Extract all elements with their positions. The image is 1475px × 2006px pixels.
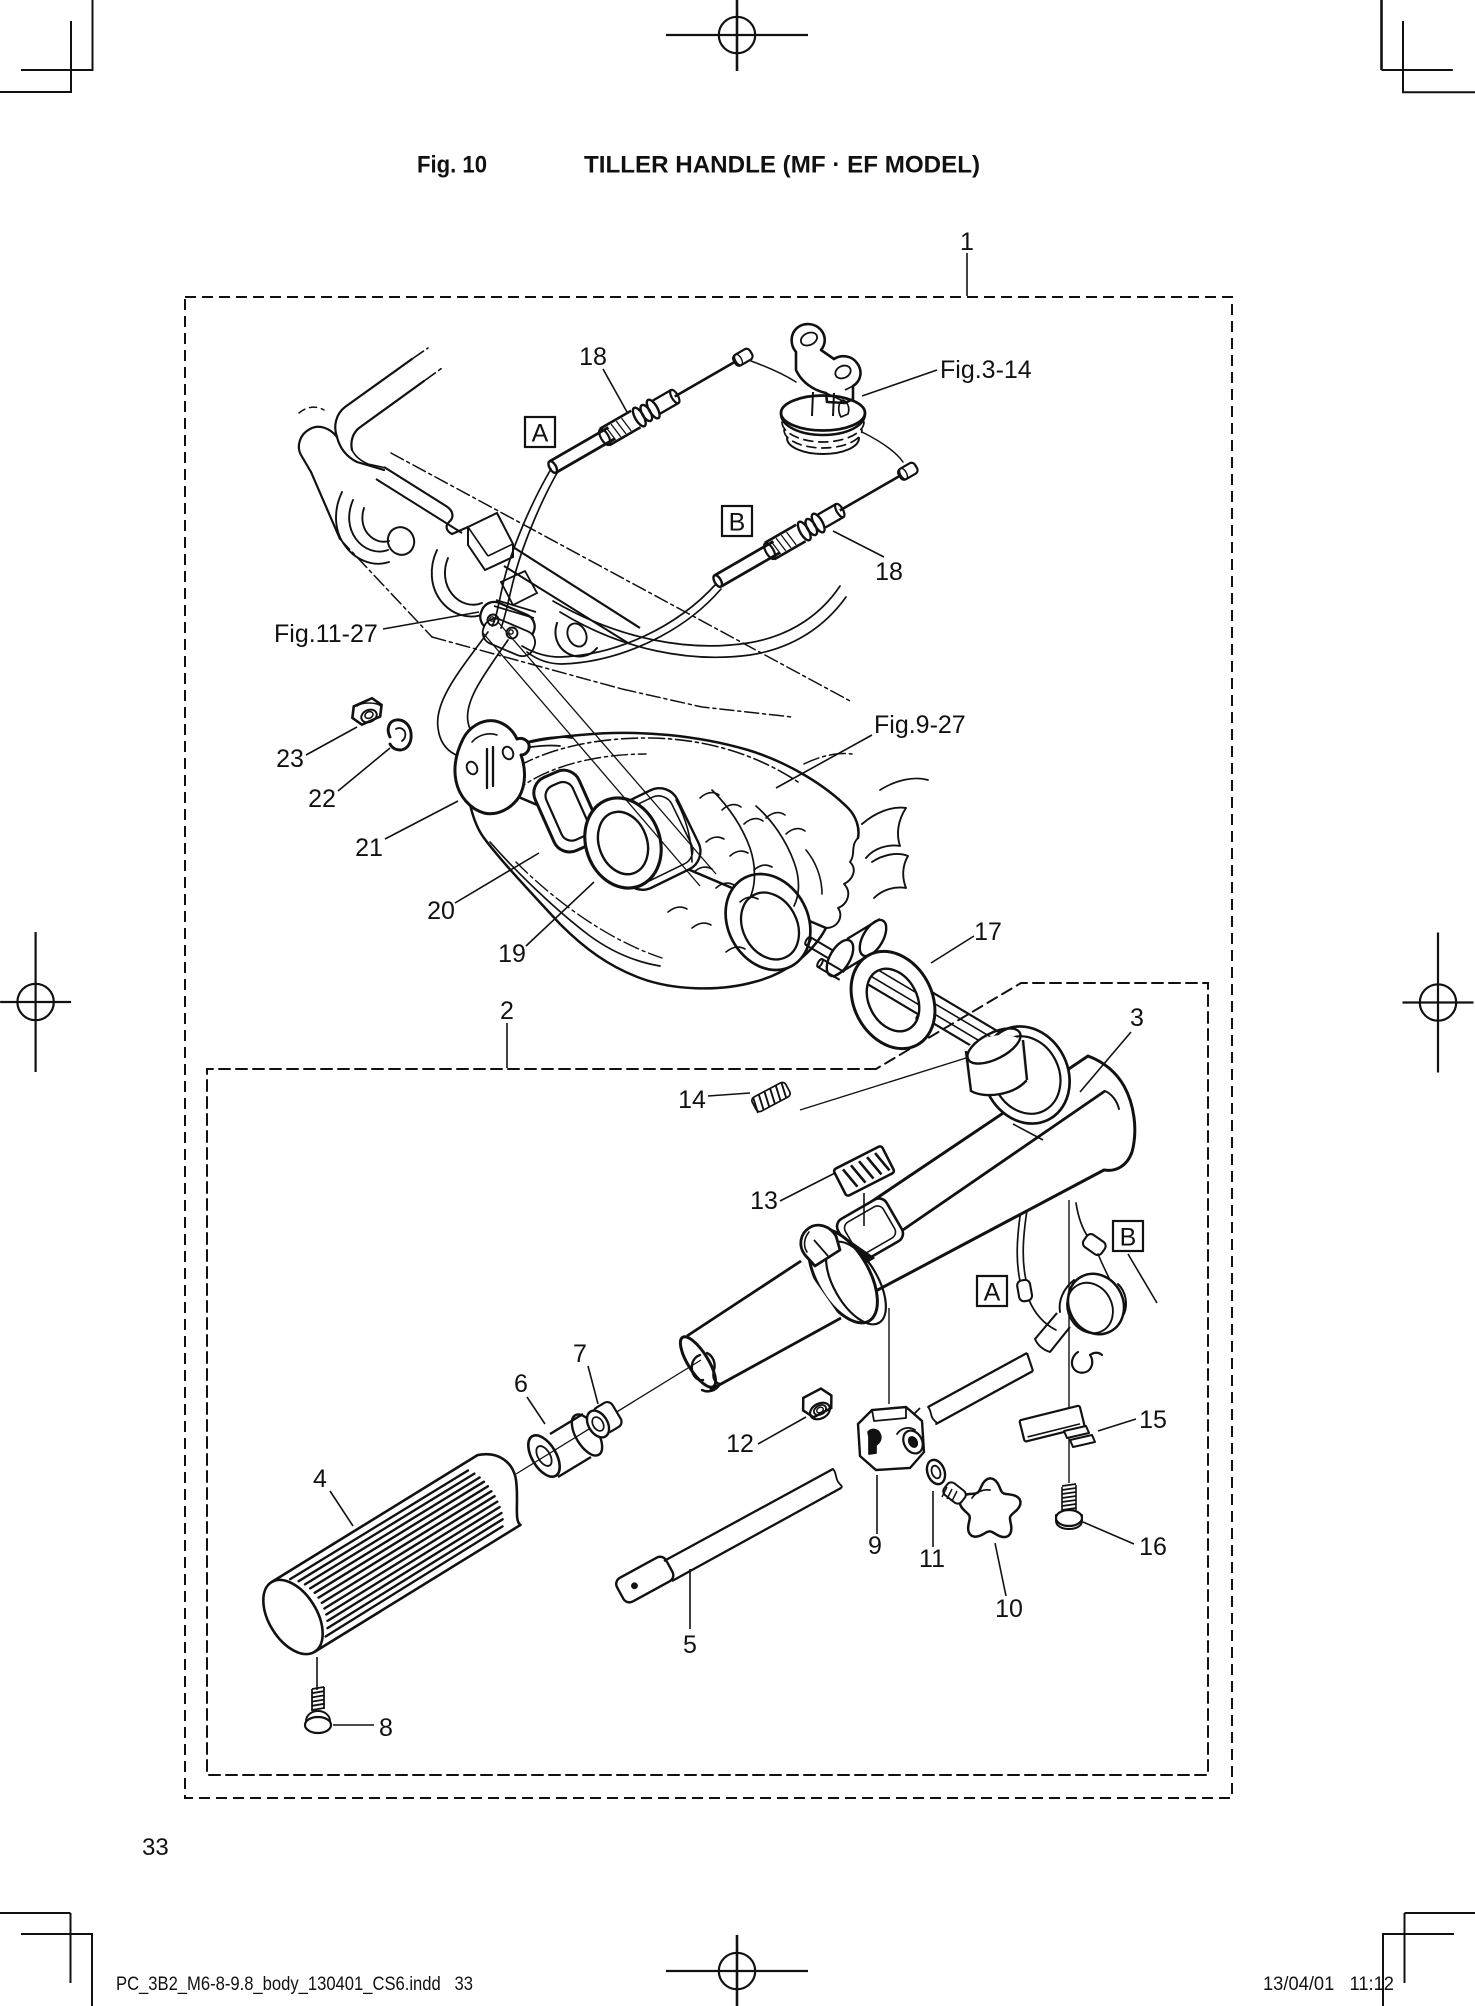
- svg-text:4: 4: [313, 1465, 327, 1493]
- svg-text:PC_3B2_M6-8-9.8_body_130401_CS: PC_3B2_M6-8-9.8_body_130401_CS6.indd 33: [116, 1974, 473, 1995]
- svg-text:1: 1: [960, 228, 974, 256]
- svg-text:33: 33: [142, 1834, 169, 1861]
- svg-text:TILLER HANDLE (MF · EF MODEL): TILLER HANDLE (MF · EF MODEL): [584, 152, 980, 179]
- svg-text:2: 2: [500, 997, 514, 1025]
- svg-text:20: 20: [427, 897, 455, 925]
- svg-text:Fig. 10: Fig. 10: [417, 152, 487, 179]
- svg-text:A: A: [532, 420, 549, 448]
- svg-text:22: 22: [308, 785, 336, 813]
- svg-text:Fig.3-14: Fig.3-14: [940, 356, 1032, 384]
- svg-text:13/04/01 11:12: 13/04/01 11:12: [1263, 1974, 1394, 1995]
- svg-text:17: 17: [974, 918, 1002, 946]
- svg-text:14: 14: [678, 1086, 706, 1114]
- svg-text:18: 18: [875, 558, 903, 586]
- svg-text:9: 9: [868, 1532, 882, 1560]
- svg-text:8: 8: [379, 1714, 393, 1742]
- svg-text:18: 18: [579, 343, 607, 371]
- svg-text:Fig.9-27: Fig.9-27: [874, 711, 966, 739]
- svg-text:15: 15: [1139, 1406, 1167, 1434]
- svg-text:A: A: [984, 1279, 1001, 1307]
- svg-text:6: 6: [514, 1370, 528, 1398]
- svg-text:Fig.11-27: Fig.11-27: [274, 620, 378, 648]
- svg-text:12: 12: [726, 1430, 754, 1458]
- svg-text:B: B: [1120, 1224, 1137, 1252]
- svg-text:16: 16: [1139, 1533, 1167, 1561]
- svg-text:3: 3: [1130, 1004, 1144, 1032]
- svg-text:B: B: [729, 509, 746, 537]
- svg-text:7: 7: [573, 1340, 587, 1368]
- svg-text:19: 19: [498, 940, 526, 968]
- svg-text:21: 21: [355, 834, 383, 862]
- svg-text:11: 11: [919, 1545, 945, 1573]
- svg-text:10: 10: [995, 1595, 1023, 1623]
- svg-text:5: 5: [683, 1631, 697, 1659]
- svg-text:23: 23: [276, 745, 304, 773]
- svg-text:13: 13: [750, 1187, 778, 1215]
